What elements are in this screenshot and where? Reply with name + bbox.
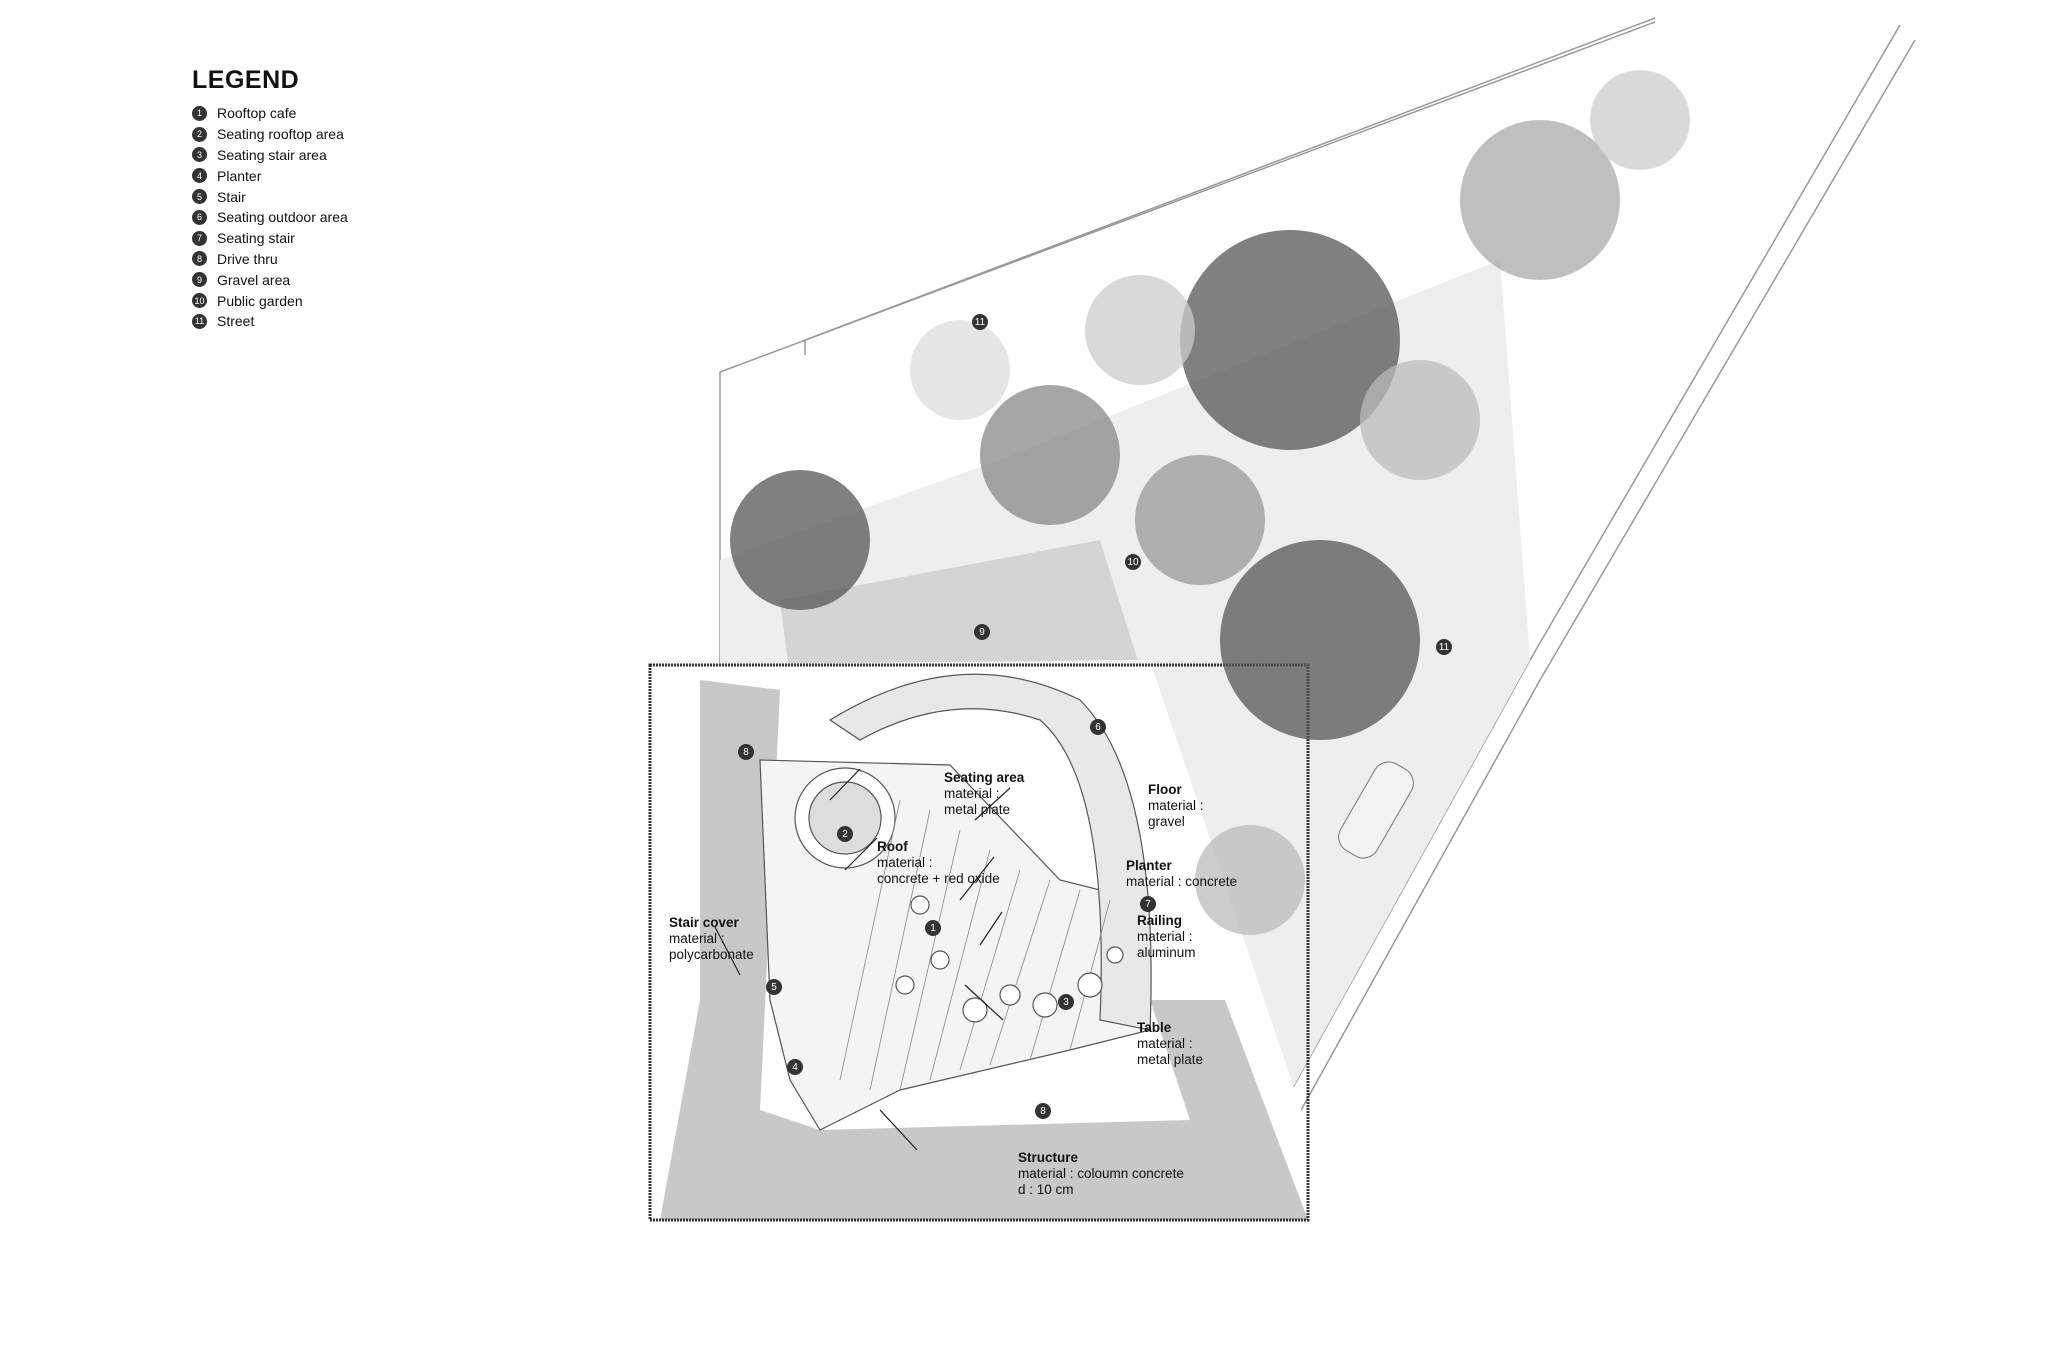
legend-item: 8 Drive thru [192,249,348,270]
leader-lines [714,768,1011,1151]
gravel-area [780,540,1150,700]
annotation-text: metal plate [1137,1052,1204,1067]
legend-number-badge: 6 [192,209,207,225]
plan-marker: 11 [1436,639,1452,655]
plan-marker: 8 [1035,1103,1051,1119]
annotation-text: material : coloumn concrete [1018,1166,1184,1181]
car [1338,761,1414,859]
plan-marker: 5 [766,979,782,995]
legend-item-label: Street [217,313,255,330]
legend-item-label: Public garden [217,292,303,309]
legend-item-label: Seating rooftop area [217,126,344,143]
legend-number-badge: 5 [192,189,207,205]
legend-item: 1 Rooftop cafe [192,103,348,124]
annotation-structure: Structure material : coloumn concrete d … [1018,1150,1184,1198]
plan-marker: 10 [1125,554,1141,570]
annotation-title: Seating area [944,770,1025,785]
annotation-text: material : [1148,798,1204,813]
legend-number-badge: 8 [192,251,207,267]
legend-item: 11 Street [192,311,348,332]
trees [730,70,1690,935]
plan-marker: 8 [738,744,754,760]
annotation-text: metal plate [944,802,1011,817]
annotation-text: polycarbonate [669,947,754,962]
building-roof [759,673,1152,1131]
legend-item-label: Gravel area [217,271,291,288]
legend-number-badge: 2 [192,126,207,142]
legend-item-label: Planter [217,167,262,184]
annotation-roof: Roof material : concrete + red oxide [877,839,1000,887]
annotation-planter: Planter material : concrete [1126,858,1237,890]
annotation-title: Floor [1148,782,1182,797]
plan-marker: 2 [837,826,853,842]
plan-marker: 3 [1058,994,1074,1010]
annotation-text: concrete + red oxide [877,871,1000,886]
legend-item-label: Drive thru [217,250,278,267]
plan-marker: 6 [1090,719,1106,735]
legend-item: 4 Planter [192,165,348,186]
annotation-text: material : [1137,929,1193,944]
legend-title: LEGEND [192,66,300,94]
annotation-text: material : [944,786,1000,801]
legend-number-badge: 1 [192,105,207,121]
legend-number-badge: 11 [192,313,207,329]
annotation-title: Table [1137,1020,1172,1035]
annotation-railing: Railing material : aluminum [1137,913,1196,961]
legend-number-badge: 4 [192,168,207,184]
legend-item-label: Seating stair area [217,146,327,163]
annotation-table: Table material : metal plate [1137,1020,1203,1068]
legend-item-label: Seating stair [217,230,295,247]
annotation-title: Structure [1018,1150,1079,1165]
legend-number-badge: 7 [192,230,207,246]
plan-marker: 4 [787,1059,803,1075]
plan-marker: 1 [925,920,941,936]
annotation-text: material : [1137,1036,1193,1051]
annotation-title: Roof [877,839,908,854]
legend-item: 2 Seating rooftop area [192,124,348,145]
legend-item-label: Seating outdoor area [217,209,348,226]
annotation-stair-cover: Stair cover material : polycarbonate [669,915,754,963]
legend-item: 5 Stair [192,186,348,207]
legend-item: 7 Seating stair [192,228,348,249]
annotation-title: Planter [1126,858,1172,873]
annotation-floor: Floor material : gravel [1148,782,1204,830]
legend-number-badge: 3 [192,147,207,163]
plan-marker: 9 [974,624,990,640]
annotation-text: aluminum [1137,945,1196,960]
annotation-text: material : [669,931,725,946]
annotation-text: gravel [1148,814,1185,829]
legend: LEGEND 1 Rooftop cafe 2 Seating rooftop are… [192,66,348,332]
annotation-seating-area: Seating area material : metal plate [944,770,1024,818]
plan-marker: 7 [1140,896,1156,912]
legend-number-badge: 10 [192,293,207,309]
legend-item: 9 Gravel area [192,269,348,290]
plan-marker: 11 [972,314,988,330]
drive-thru-area [660,680,1308,1220]
annotation-text: d : 10 cm [1018,1182,1074,1197]
annotation-title: Stair cover [669,915,739,930]
legend-item-label: Rooftop cafe [217,105,297,122]
annotation-text: material : [877,855,933,870]
legend-number-badge: 9 [192,272,207,288]
legend-item: 3 Seating stair area [192,145,348,166]
annotation-title: Railing [1137,913,1183,928]
annotation-text: material : concrete [1126,874,1238,889]
legend-item: 6 Seating outdoor area [192,207,348,228]
legend-item-label: Stair [217,188,246,205]
legend-item: 10 Public garden [192,290,348,311]
